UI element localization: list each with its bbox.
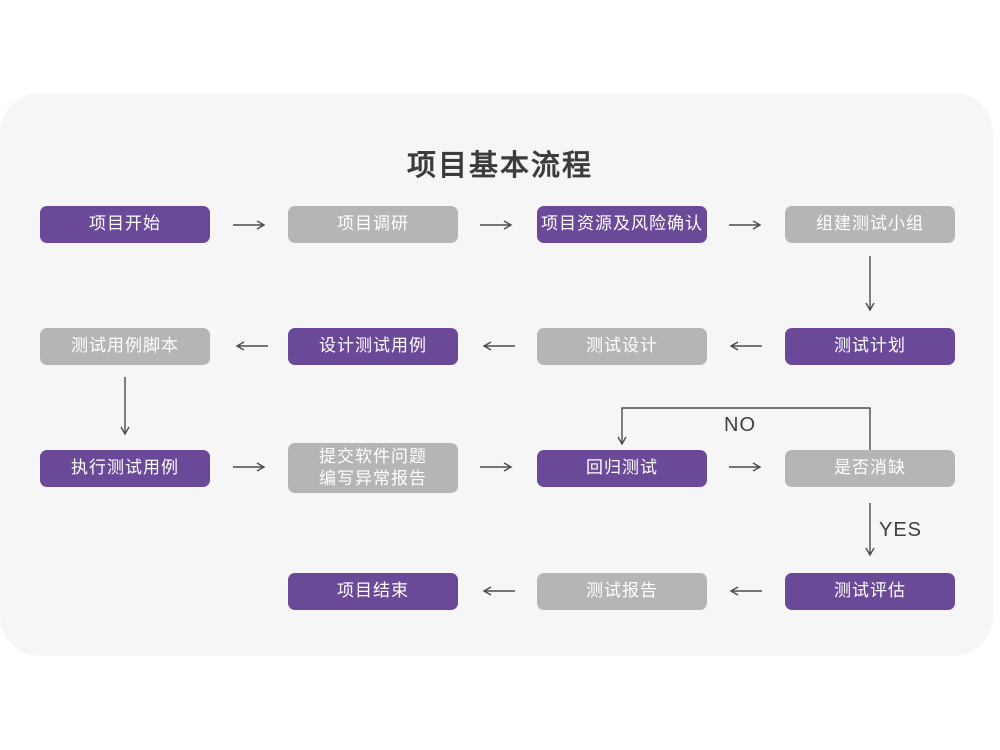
node-build-test-team: 组建测试小组: [785, 206, 955, 243]
node-design-test-cases: 设计测试用例: [288, 328, 458, 365]
edge-label-yes: YES: [879, 519, 923, 541]
node-test-design: 测试设计: [537, 328, 707, 365]
node-test-plan: 测试计划: [785, 328, 955, 365]
node-test-report: 测试报告: [537, 573, 707, 610]
node-test-case-scripts: 测试用例脚本: [40, 328, 210, 365]
diagram-title: 项目基本流程: [406, 150, 593, 182]
node-execute-test-cases: 执行测试用例: [40, 450, 210, 487]
node-resource-risk-confirm: 项目资源及风险确认: [537, 206, 707, 243]
node-project-research: 项目调研: [288, 206, 458, 243]
node-defect-cleared-check: 是否消缺: [785, 450, 955, 487]
node-test-evaluation: 测试评估: [785, 573, 955, 610]
node-project-end: 项目结束: [288, 573, 458, 610]
node-regression-test: 回归测试: [537, 450, 707, 487]
node-project-start: 项目开始: [40, 206, 210, 243]
diagram-card-background: [0, 93, 993, 656]
node-submit-issues-report: 提交软件问题 编写异常报告: [288, 443, 458, 493]
edge-label-no: NO: [724, 414, 756, 436]
